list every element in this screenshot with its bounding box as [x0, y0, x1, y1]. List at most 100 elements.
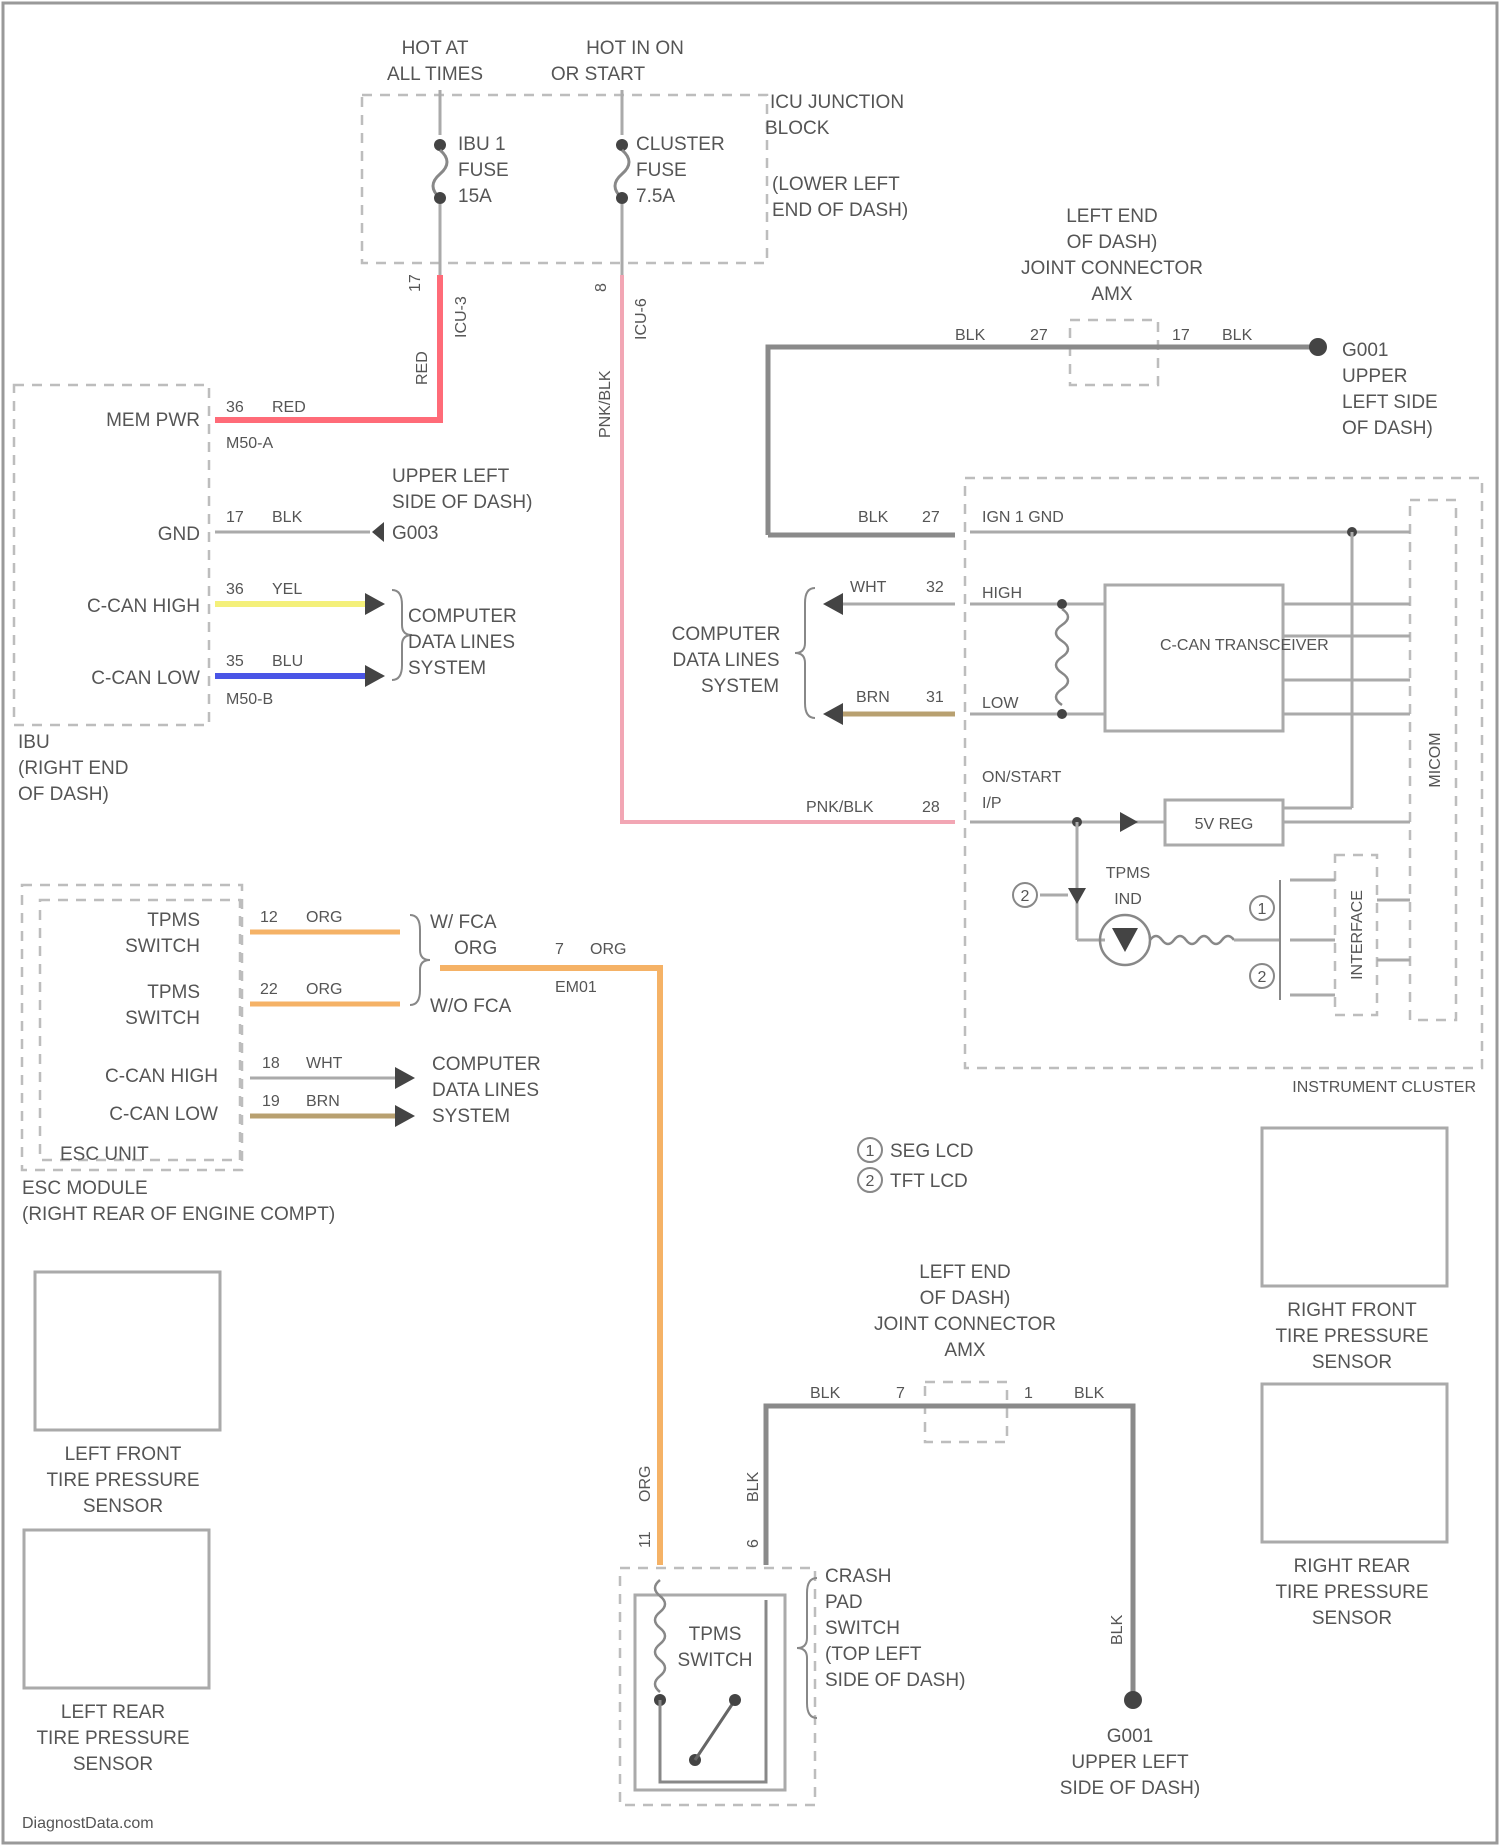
cluster-blk: BLK — [858, 509, 889, 526]
esc-em01: EM01 — [555, 979, 597, 996]
rf-sensor-3: SENSOR — [1312, 1352, 1392, 1373]
ibu-mem-pwr: MEM PWR — [106, 410, 200, 431]
fuse2-rating: 7.5A — [636, 186, 675, 207]
tpms-ind-2: IND — [1114, 891, 1142, 908]
esc-org-4: ORG — [590, 941, 626, 958]
esc-module: TPMS SWITCH 12 ORG TPMS SWITCH 22 ORG W/… — [22, 885, 626, 1225]
resistor-icon — [1056, 609, 1068, 705]
arrow-right-icon — [395, 1067, 415, 1089]
cluster-gnd-label: IGN 1 GND — [982, 509, 1064, 526]
legend-1-text: SEG LCD — [890, 1141, 973, 1162]
lr-sensor-2: TIRE PRESSURE — [36, 1728, 189, 1749]
esc-cl-pin: 19 — [262, 1093, 280, 1110]
joint1-blk-2: BLK — [1222, 327, 1253, 344]
joint-connector-bottom: LEFT END OF DASH) JOINT CONNECTOR AMX BL… — [766, 1262, 1133, 1695]
joint1-pin-27: 27 — [1030, 327, 1048, 344]
arrow-right-icon — [365, 593, 385, 615]
esc-pin-12: 12 — [260, 909, 278, 926]
junction-block-outline — [362, 95, 767, 263]
switch-loc-2: PAD — [825, 1592, 863, 1613]
fuse1-rating: 15A — [458, 186, 492, 207]
interface-label: INTERFACE — [1349, 890, 1366, 980]
joint1-title-1: LEFT END — [1066, 206, 1158, 227]
esc-cds-1: COMPUTER — [432, 1054, 541, 1075]
wire-red-label: RED — [414, 351, 431, 385]
ibu-gnd-color: BLK — [272, 509, 303, 526]
wire-gray-ground — [768, 347, 1315, 535]
switch-loc-3: SWITCH — [825, 1618, 900, 1639]
joint1-ground-1: G001 — [1342, 340, 1388, 361]
joint2-blk-2: BLK — [1074, 1385, 1105, 1402]
switch-pin-11: 11 — [637, 1531, 654, 1548]
right-rear-sensor-box — [1262, 1384, 1447, 1542]
cluster-brn: BRN — [856, 689, 890, 706]
cluster-ip: I/P — [982, 795, 1002, 812]
joint2-outline — [925, 1382, 1007, 1442]
switch-org: ORG — [637, 1466, 654, 1502]
ibu-gnd-pin: 17 — [226, 509, 244, 526]
fuse2-type: FUSE — [636, 160, 687, 181]
rr-sensor-3: SENSOR — [1312, 1608, 1392, 1629]
joint2-title-2: OF DASH) — [920, 1288, 1011, 1309]
esc-org-1: ORG — [306, 909, 342, 926]
wire-pink — [622, 275, 955, 822]
cluster-wht: WHT — [850, 579, 887, 596]
legend-2-text: TFT LCD — [890, 1171, 968, 1192]
junction-block-loc-1: (LOWER LEFT — [772, 174, 900, 195]
joint-connector-top: LEFT END OF DASH) JOINT CONNECTOR AMX BL… — [768, 206, 1438, 535]
rf-sensor-2: TIRE PRESSURE — [1275, 1326, 1428, 1347]
ibu-ch-color: YEL — [272, 581, 302, 598]
ground-icon — [1124, 1691, 1142, 1709]
junction-block-name-1: ICU JUNCTION — [770, 92, 904, 113]
right-front-sensor-box — [1262, 1128, 1447, 1286]
ibu-connector-a: M50-A — [226, 435, 273, 452]
cluster-cds-2: DATA LINES — [673, 650, 780, 671]
ibu-mem-pin: 36 — [226, 399, 244, 416]
esc-name-3: (RIGHT REAR OF ENGINE COMPT) — [22, 1204, 335, 1225]
ground-arrow-icon — [372, 522, 384, 542]
ibu-gnd-id: G003 — [392, 523, 438, 544]
esc-tpms-sw2-2: SWITCH — [125, 1008, 200, 1029]
esc-wfca: W/ FCA — [430, 912, 497, 933]
hot-run-label-2: OR START — [551, 64, 646, 85]
esc-wofca: W/O FCA — [430, 996, 512, 1017]
esc-cds-2: DATA LINES — [432, 1080, 539, 1101]
hot-always-label-1: HOT AT — [402, 38, 469, 59]
ibu-connector-b: M50-B — [226, 691, 273, 708]
arrow-left-icon — [823, 703, 843, 725]
joint1-ground-2: UPPER — [1342, 366, 1407, 387]
ibu-can-high: C-CAN HIGH — [87, 596, 200, 617]
esc-name-2: ESC MODULE — [22, 1178, 148, 1199]
switch-loc-1: CRASH — [825, 1566, 892, 1587]
junction-block-name-2: BLOCK — [765, 118, 830, 139]
esc-tpms-sw2-1: TPMS — [147, 982, 200, 1003]
esc-ch-pin: 18 — [262, 1055, 280, 1072]
joint1-pin-17: 17 — [1172, 327, 1190, 344]
cluster-pin-28: 28 — [922, 799, 940, 816]
tpms-ind-1: TPMS — [1106, 865, 1150, 882]
left-front-sensor-box — [35, 1272, 220, 1430]
junction-block-loc-2: END OF DASH) — [772, 200, 908, 221]
connector-icu6: ICU-6 — [633, 298, 650, 340]
cluster-pin-27: 27 — [922, 509, 940, 526]
joint1-blk-1: BLK — [955, 327, 986, 344]
ibu-gnd: GND — [158, 524, 200, 545]
tire-sensors: LEFT FRONT TIRE PRESSURE SENSOR LEFT REA… — [24, 1128, 1447, 1775]
ground-icon — [1309, 338, 1327, 356]
esc-org-2: ORG — [306, 981, 342, 998]
lr-sensor-3: SENSOR — [73, 1754, 153, 1775]
cluster-low: LOW — [982, 695, 1019, 712]
micom-label: MICOM — [1427, 732, 1444, 787]
joint1-ground-4: OF DASH) — [1342, 418, 1433, 439]
legend-1-num: 1 — [866, 1143, 875, 1160]
resistor-icon — [655, 1580, 665, 1692]
wire-gray-ground-2 — [766, 1406, 1133, 1695]
joint1-outline — [1070, 320, 1158, 385]
esc-tpms-sw1-2: SWITCH — [125, 936, 200, 957]
joint1-title-4: AMX — [1091, 284, 1133, 305]
esc-can-low: C-CAN LOW — [109, 1104, 218, 1125]
lr-sensor-1: LEFT REAR — [61, 1702, 165, 1723]
ibu-name-1: IBU — [18, 732, 50, 753]
switch-loc-5: SIDE OF DASH) — [825, 1670, 965, 1691]
